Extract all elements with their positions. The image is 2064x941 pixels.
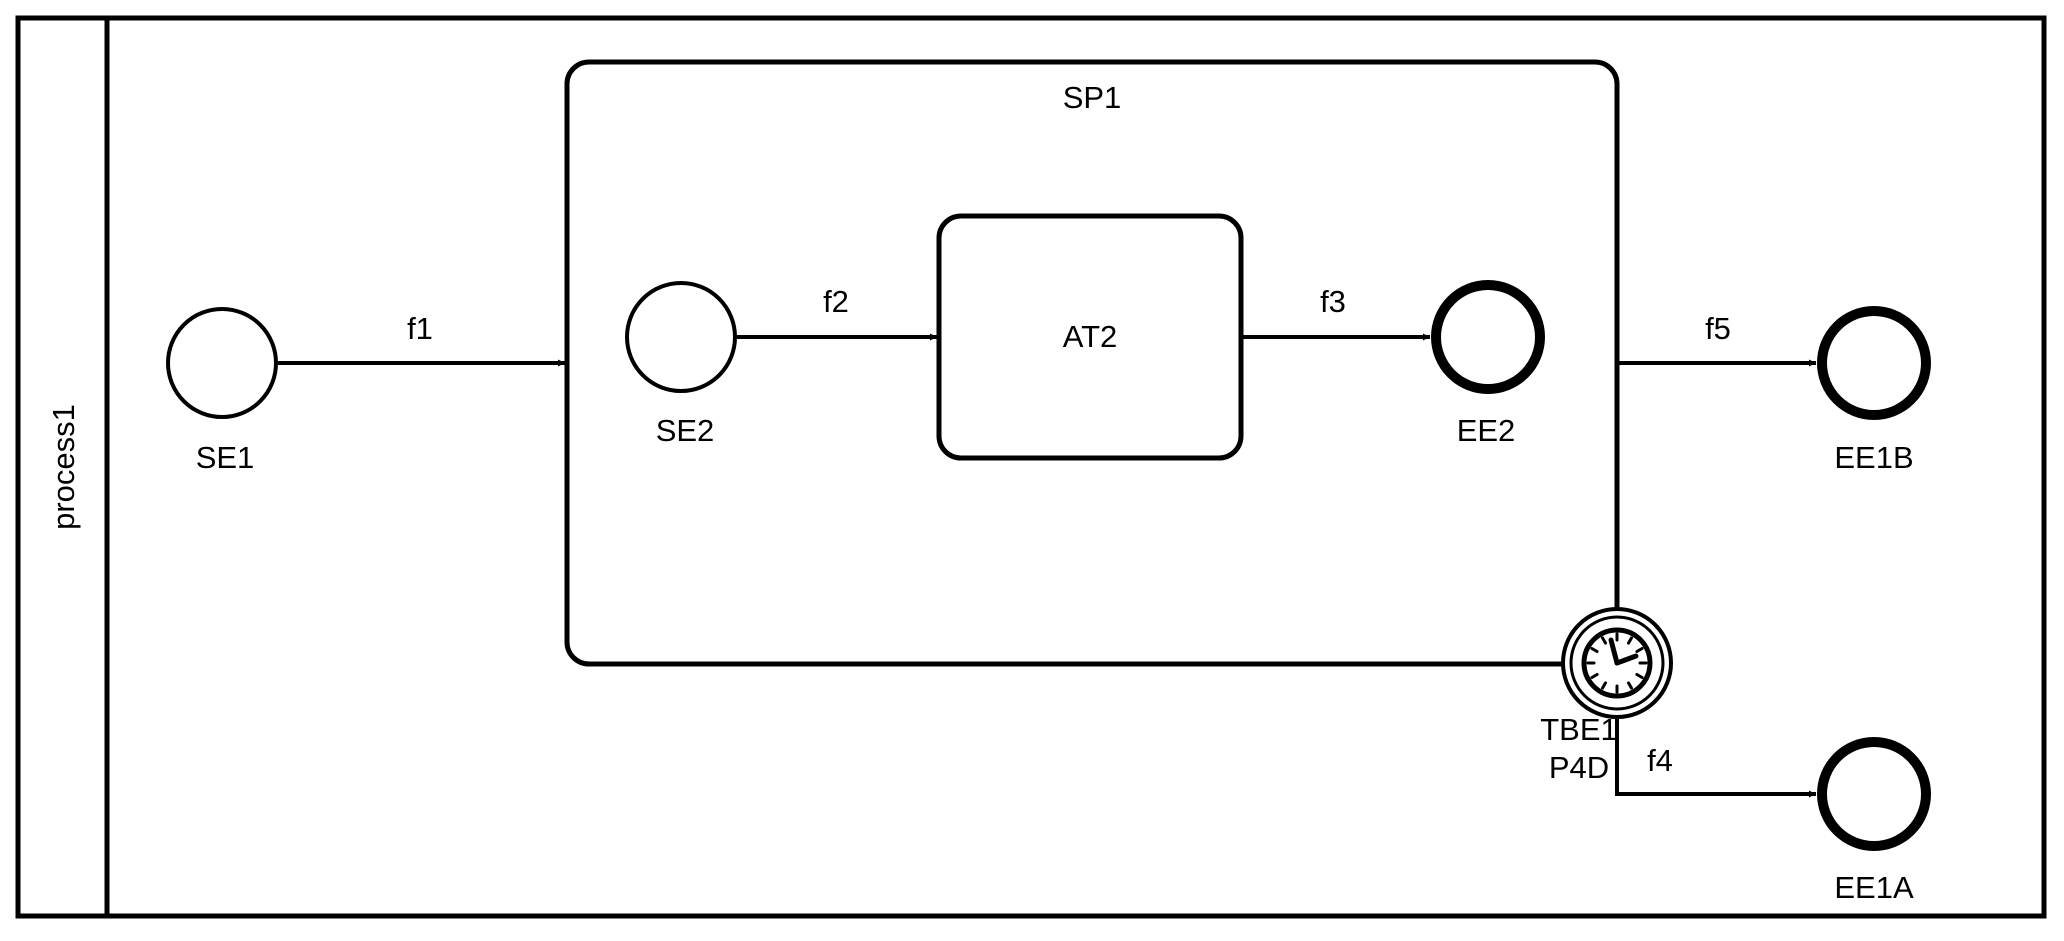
end-event-ee1a[interactable]: EE1A [1817,737,1931,905]
start-event-se1[interactable]: SE1 [166,307,278,475]
start-event-se2-circle [625,281,737,393]
start-event-se1-label: SE1 [196,440,255,475]
timer-boundary-event-tbe1[interactable]: TBE1 P4D [1540,607,1673,785]
timer-event-definition-label: P4D [1549,750,1609,785]
timer-event-label: TBE1 [1540,712,1618,747]
flow-f4-line [1615,706,1816,798]
flow-f1[interactable]: f1 [277,311,565,367]
flow-f2[interactable]: f2 [736,284,937,341]
flow-f4-label: f4 [1647,743,1673,778]
pool-label: process1 [46,404,81,530]
end-event-ee1b[interactable]: EE1B [1817,306,1931,475]
end-event-ee2-label: EE2 [1457,413,1516,448]
start-event-se2[interactable]: SE2 [625,281,737,448]
start-event-se1-circle [166,307,278,419]
end-event-ee2-circle [1431,280,1545,394]
task-label: AT2 [1063,319,1118,354]
flow-f5-label: f5 [1705,311,1731,346]
flow-f3-label: f3 [1320,284,1346,319]
end-event-ee1b-circle [1817,306,1931,420]
flow-f2-label: f2 [823,284,849,319]
flow-f1-label: f1 [407,311,433,346]
start-event-se2-label: SE2 [656,413,715,448]
clock-icon [1581,627,1653,699]
flow-f3[interactable]: f3 [1241,284,1430,341]
flow-f5[interactable]: f5 [1617,311,1816,367]
flow-f4[interactable]: f4 [1615,706,1816,798]
subprocess-label: SP1 [1063,80,1122,115]
end-event-ee2[interactable]: EE2 [1431,280,1545,448]
end-event-ee1b-label: EE1B [1834,440,1913,475]
end-event-ee1a-circle [1817,737,1931,851]
task-at2[interactable]: AT2 [936,213,1244,461]
end-event-ee1a-label: EE1A [1834,870,1914,905]
